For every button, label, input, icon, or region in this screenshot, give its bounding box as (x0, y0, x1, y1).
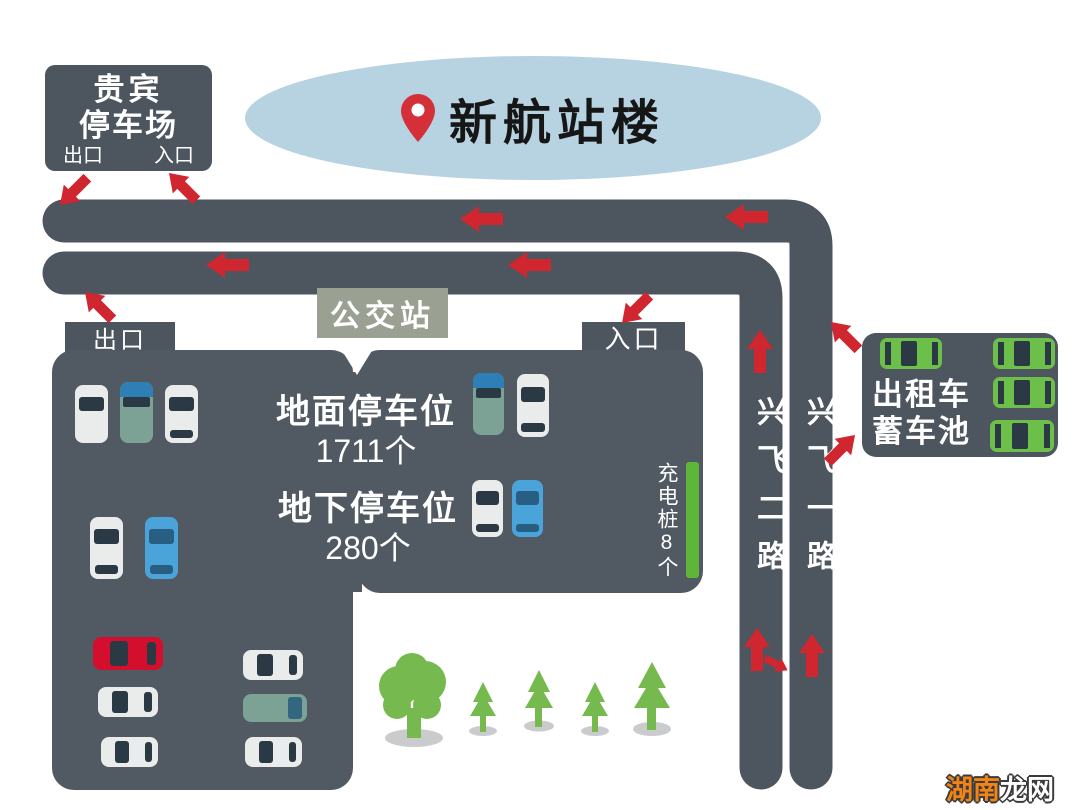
watermark-part1: 湖南 (946, 775, 1000, 805)
pine-tree-icon (469, 682, 497, 736)
car-icon (512, 480, 543, 537)
van-icon (473, 373, 504, 435)
vip-exit-arrow-icon (51, 169, 96, 214)
car-icon (75, 385, 108, 443)
taxi-pool-label: 出租车 蓄车池 (872, 376, 971, 450)
left-arrow-icon (206, 252, 249, 278)
terminal-title: 新航站楼 (448, 97, 665, 150)
charging-piles-label: 充电桩8个 (655, 462, 678, 579)
taxi-exit-arrow-icon (822, 313, 867, 358)
taxi-car-icon (993, 377, 1055, 408)
taxi-car-icon (993, 338, 1055, 369)
watermark-part2: 龙网 (1000, 775, 1054, 805)
fork-branch-arrow-icon (761, 651, 792, 678)
car-icon (145, 517, 178, 579)
underground-parking-label: 地下停车位 (278, 490, 458, 528)
surface-parking-label: 地面停车位 (276, 393, 456, 431)
taxi-car-icon (990, 420, 1054, 452)
car-icon (517, 374, 549, 437)
round-tree-icon (379, 653, 446, 747)
road-xingfei-2-label: 兴飞二路 (752, 396, 785, 588)
taxi-pool-line2: 蓄车池 (872, 414, 971, 449)
vip-entrance-arrow-icon (160, 164, 205, 209)
terminal-ellipse: 新航站楼 (245, 56, 821, 180)
pine-tree-icon (524, 670, 554, 732)
surface-parking-count: 1711个 (315, 433, 417, 469)
car-icon (165, 385, 198, 443)
car-icon (101, 737, 158, 767)
up-arrow-icon (747, 330, 773, 373)
charging-piles-bar (686, 462, 699, 578)
up-fork-arrow-icon (744, 628, 770, 671)
vip-parking-name-line1: 贵宾 (93, 72, 164, 107)
bus-station-label: 公交站 (330, 300, 435, 333)
left-arrow-icon (725, 204, 768, 230)
underground-parking-text: 地下停车位 280个 (268, 489, 468, 567)
up-arrow-icon (799, 634, 825, 677)
lot-exit-tab: 出口 (65, 322, 175, 354)
taxi-pool-line1: 出租车 (872, 377, 971, 412)
location-pin-icon (400, 94, 435, 142)
pine-tree-icon (633, 662, 671, 736)
car-icon (243, 650, 303, 680)
van-icon (243, 694, 307, 722)
vip-entrance-label: 入口 (154, 145, 194, 167)
left-arrow-icon (460, 206, 503, 232)
car-icon (90, 517, 123, 579)
underground-parking-count: 280个 (325, 530, 411, 566)
surface-parking-text: 地面停车位 1711个 (266, 392, 466, 470)
road-xingfei-1-label: 兴飞一路 (802, 396, 835, 588)
van-icon (120, 382, 153, 443)
taxi-car-icon (880, 338, 942, 369)
vip-exit-label: 出口 (63, 145, 103, 167)
car-icon (245, 737, 302, 767)
red-car-icon (93, 637, 163, 670)
vip-parking-box: 贵宾 停车场 出口 入口 (45, 65, 212, 171)
lot-entrance-tab: 入口 (582, 322, 685, 354)
pine-tree-icon (581, 682, 609, 736)
bus-station-box: 公交站 (317, 288, 448, 338)
vip-parking-name-line2: 停车场 (79, 108, 178, 143)
car-icon (98, 687, 158, 717)
watermark: 湖南龙网 (946, 768, 1054, 807)
car-icon (472, 480, 503, 537)
left-arrow-icon (508, 252, 551, 278)
